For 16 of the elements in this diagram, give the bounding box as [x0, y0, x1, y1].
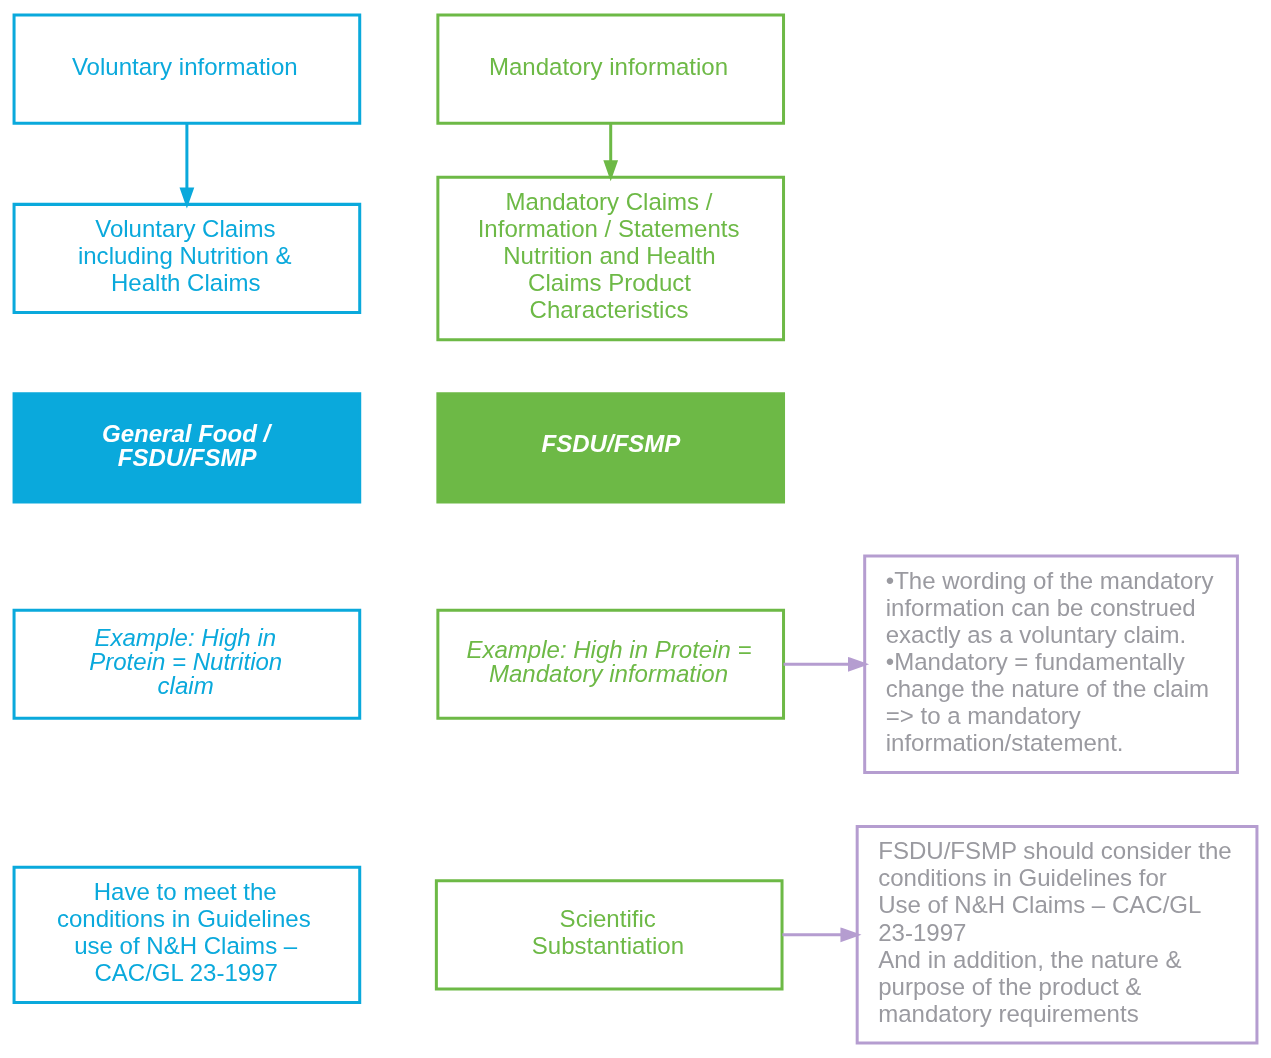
node-box: Mandatory Claims / Information / Statements Nutrition and Health Claims Product Characteristics [436, 175, 786, 342]
node-box: FSDU/FSMP should consider the conditions in Guidelines for Use of N&H Claims – CAC/GL 23-1997 And in addition, the nature & purpose of the product & mandatory requirements [855, 825, 1259, 1045]
node-box: Example: High in Protein = Mandatory information [436, 608, 786, 720]
node-box: Example: High in Protein = Nutrition claim [12, 608, 362, 720]
node-box: Scientific Substantiation [434, 879, 784, 991]
node-box: General Food / FSDU/FSMP [12, 392, 362, 504]
node-box: Mandatory information [436, 13, 786, 125]
arrow [603, 123, 619, 182]
arrow [179, 123, 195, 209]
node-box: Have to meet the conditions in Guidelines use of N&H Claims – CAC/GL 23-1997 [12, 865, 362, 1004]
node-box: Voluntary Claims including Nutrition & Health Claims [12, 202, 362, 315]
arrow [782, 927, 862, 943]
node-box: Voluntary information [12, 13, 362, 125]
node-box: •The wording of the mandatory information can be construed exactly as a voluntary claim. •Mandatory = fundamentally change the nature of the claim => to a mandatory information/statement. [863, 554, 1239, 774]
arrow [783, 656, 870, 672]
node-box: FSDU/FSMP [436, 392, 786, 504]
